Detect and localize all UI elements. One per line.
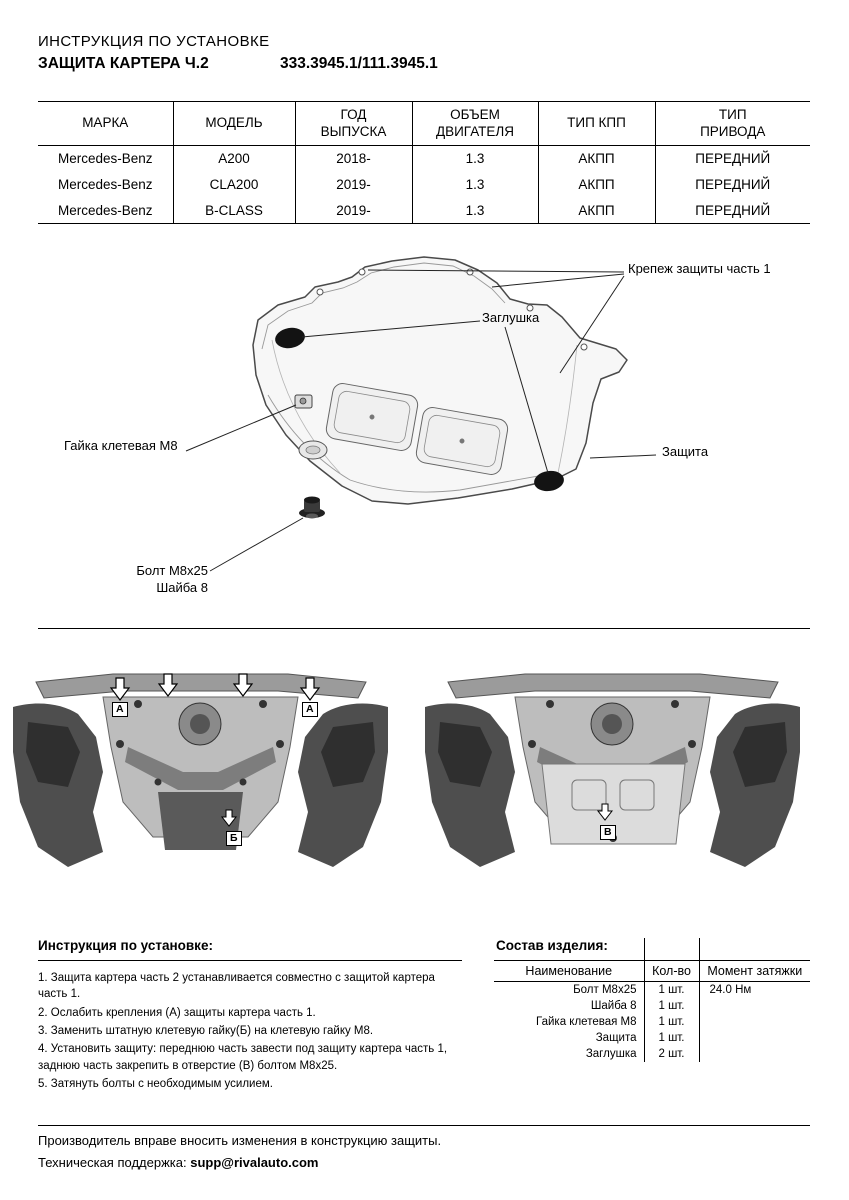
- fitment-table: МАРКА МОДЕЛЬ ГОД ВЫПУСКА ОБЪЕМ ДВИГАТЕЛЯ…: [38, 101, 810, 224]
- parts-header-row: Наименование Кол-во Момент затяжки: [494, 960, 810, 982]
- parts-row: Заглушка 2 шт.: [494, 1045, 810, 1062]
- parts-row: Болт М8х25 1 шт. 24.0 Нм: [494, 981, 810, 998]
- cell-drive: ПЕРЕДНИЙ: [654, 171, 810, 198]
- installation-instructions: Инструкция по установке: 1. Защита карте…: [38, 938, 462, 1094]
- section-divider: [38, 628, 810, 629]
- cell-engine: 1.3: [411, 197, 538, 224]
- marker-a-left: А: [112, 702, 128, 717]
- cell-gearbox: АКПП: [537, 171, 655, 198]
- footer-rule: [38, 1125, 810, 1126]
- parts-row: Шайба 8 1 шт.: [494, 997, 810, 1014]
- plate-recess-2: [415, 407, 509, 475]
- plate-recess-1: [325, 383, 419, 451]
- plug-top: [275, 327, 305, 349]
- col-header-brand: МАРКА: [38, 101, 173, 146]
- parts-list: Состав изделия: Наименование Кол-во Моме…: [494, 938, 810, 1062]
- label-washer: Шайба 8: [156, 579, 208, 595]
- cell-engine: 1.3: [411, 171, 538, 198]
- cell-model: B-CLASS: [172, 197, 295, 224]
- cell-brand: Mercedes-Benz: [57, 151, 153, 167]
- skid-plate-diagram: [185, 256, 657, 572]
- cell-drive: ПЕРЕДНИЙ: [654, 197, 810, 224]
- skid-plate-outline: [252, 256, 628, 505]
- table-row: Mercedes-Benz B-CLASS 2019- 1.3 АКПП ПЕР…: [38, 197, 810, 224]
- instructions-title: Инструкция по установке:: [38, 938, 462, 961]
- parts-row: Защита 1 шт.: [494, 1029, 810, 1046]
- label-bolt-washer: Болт М8х25 Шайба 8: [125, 563, 208, 597]
- cell-model: CLA200: [172, 171, 295, 198]
- cell-year: 2019-: [294, 197, 412, 224]
- col-header-gearbox: ТИП КПП: [537, 101, 655, 146]
- cell-gearbox: АКПП: [537, 145, 655, 172]
- cell-engine: 1.3: [411, 145, 538, 172]
- label-shield: Защита: [662, 444, 709, 459]
- support-email: supp@rivalauto.com: [190, 1155, 319, 1170]
- cell-model: A200: [172, 145, 295, 172]
- fitment-header-row: МАРКА МОДЕЛЬ ГОД ВЫПУСКА ОБЪЕМ ДВИГАТЕЛЯ…: [38, 101, 810, 146]
- col-header-name: Наименование: [494, 960, 644, 982]
- underbody-figure-after: [425, 673, 800, 867]
- part-code: 333.3945.1/111.3945.1: [280, 55, 438, 72]
- parts-title: Состав изделия:: [496, 938, 608, 953]
- cell-gearbox: АКПП: [537, 197, 655, 224]
- instruction-step: 2. Ослабить крепления (А) защиты картера…: [38, 1006, 316, 1019]
- document-title-line2: ЗАЩИТА КАРТЕРА Ч.2 333.3945.1/111.3945.1: [38, 55, 638, 73]
- cell-year: 2019-: [294, 171, 412, 198]
- cell-brand: Mercedes-Benz: [57, 202, 153, 218]
- col-header-engine: ОБЪЕМ ДВИГАТЕЛЯ: [411, 101, 538, 146]
- col-header-model: МОДЕЛЬ: [172, 101, 295, 146]
- arrow-markers-a: [109, 673, 321, 701]
- label-bolt: Болт М8х25: [136, 563, 208, 578]
- label-fastener-part1: Крепеж защиты часть 1: [628, 261, 771, 276]
- support-label: Техническая поддержка:: [38, 1155, 187, 1170]
- cell-brand: Mercedes-Benz: [57, 177, 153, 192]
- subframe: [102, 696, 299, 838]
- plug-bottom: [534, 470, 564, 492]
- col-header-year: ГОД ВЫПУСКА: [294, 101, 412, 146]
- instruction-step: 4. Установить защиту: переднюю часть зав…: [38, 1043, 448, 1072]
- leader-lines: [185, 269, 657, 572]
- product-title: ЗАЩИТА КАРТЕРА Ч.2: [38, 55, 209, 72]
- marker-a-right: А: [302, 702, 318, 717]
- cell-drive: ПЕРЕДНИЙ: [654, 145, 810, 172]
- document-title-line1: ИНСТРУКЦИЯ ПО УСТАНОВКЕ: [38, 33, 270, 50]
- clip-nut-detail: [294, 394, 313, 409]
- plate-oval-hole: [298, 440, 328, 460]
- underbody-figure-before: [13, 673, 388, 867]
- col-header-torque: Момент затяжки: [698, 960, 810, 982]
- manufacturer-note: Производитель вправе вносить изменения в…: [38, 1133, 442, 1148]
- instruction-step: 3. Заменить штатную клетевую гайку(Б) на…: [38, 1024, 374, 1037]
- label-clip-nut: Гайка клетевая М8: [64, 438, 178, 453]
- table-row: Mercedes-Benz CLA200 2019- 1.3 АКПП ПЕРЕ…: [38, 171, 810, 198]
- marker-b: Б: [226, 831, 242, 846]
- col-header-qty: Кол-во: [643, 960, 699, 982]
- marker-v: В: [600, 825, 616, 840]
- col-header-drive: ТИП ПРИВОДА: [654, 101, 810, 146]
- table-row: Mercedes-Benz A200 2018- 1.3 АКПП ПЕРЕДН…: [38, 145, 810, 172]
- instruction-step: 1. Защита картера часть 2 устанавливаетс…: [38, 972, 435, 1001]
- parts-row: Гайка клетевая М8 1 шт.: [494, 1013, 810, 1030]
- bolt-icon: [299, 496, 325, 519]
- instruction-step: 5. Затянуть болты с необходимым усилием.: [38, 1077, 273, 1090]
- parts-title-row: Состав изделия:: [494, 938, 810, 961]
- support-line: Техническая поддержка: supp@rivalauto.co…: [38, 1155, 318, 1170]
- label-plug: Заглушка: [482, 310, 540, 325]
- cell-year: 2018-: [294, 145, 412, 172]
